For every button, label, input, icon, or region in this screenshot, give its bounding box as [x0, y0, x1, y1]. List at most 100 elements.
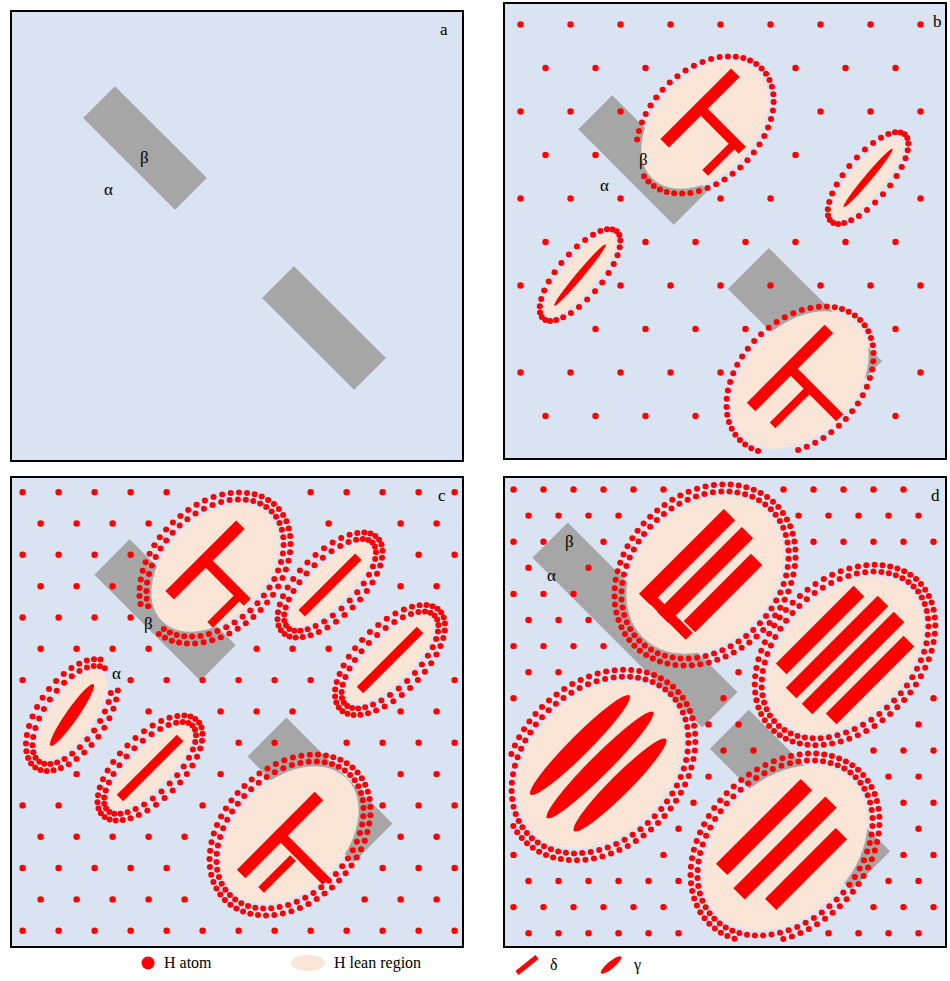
- h-atom: [330, 540, 336, 546]
- h-atom: [133, 806, 139, 812]
- h-atom: [797, 593, 803, 599]
- h-atom: [824, 304, 830, 310]
- h-atom: [826, 199, 832, 205]
- h-atom: [925, 616, 931, 622]
- h-atom: [55, 552, 61, 558]
- h-atom: [790, 531, 796, 537]
- h-atom: [517, 195, 523, 201]
- h-atom: [364, 588, 370, 594]
- h-atom: [658, 675, 664, 681]
- h-atom: [717, 282, 723, 288]
- h-atom: [792, 65, 798, 71]
- delta-hydride: [299, 554, 362, 617]
- h-atom: [235, 496, 241, 502]
- h-atom: [669, 497, 675, 503]
- h-atom: [260, 906, 266, 912]
- h-atom: [166, 722, 172, 728]
- h-atom: [742, 491, 748, 497]
- h-atom: [404, 678, 410, 684]
- h-atom: [167, 715, 173, 721]
- h-atom: [233, 906, 239, 912]
- h-atom: [567, 369, 573, 375]
- h-atom: [158, 546, 164, 552]
- h-atom: [349, 765, 355, 771]
- h-atom: [517, 108, 523, 114]
- h-atom: [684, 701, 690, 707]
- h-atom: [359, 822, 365, 828]
- h-atom: [701, 821, 707, 827]
- beta-band: [262, 266, 386, 390]
- h-atom: [686, 489, 692, 495]
- h-atom: [304, 571, 310, 577]
- h-atom: [660, 852, 666, 858]
- h-atom: [400, 614, 406, 620]
- h-atom: [19, 552, 25, 558]
- h-atom: [220, 825, 226, 831]
- h-atom: [397, 771, 403, 777]
- delta-hydride: [696, 104, 745, 153]
- h-atom: [117, 811, 123, 817]
- h-atom: [153, 802, 159, 808]
- h-atom: [876, 822, 882, 828]
- h-atom: [546, 279, 552, 285]
- h-atom: [670, 684, 676, 690]
- h-atom: [227, 902, 233, 908]
- h-atom: [746, 771, 752, 777]
- h-atom: [248, 786, 254, 792]
- h-atom: [265, 497, 271, 503]
- h-atom: [23, 741, 29, 747]
- h-atom: [728, 482, 734, 488]
- h-atom: [519, 824, 525, 830]
- h-atom: [769, 84, 775, 90]
- h-atom: [286, 596, 292, 602]
- h-atom: [305, 626, 311, 632]
- h-atom: [167, 781, 173, 787]
- h-atom: [149, 731, 155, 737]
- h-atom: [289, 708, 295, 714]
- h-atom: [810, 486, 816, 492]
- h-atom: [47, 761, 53, 767]
- h-atom: [692, 239, 698, 245]
- h-atom: [199, 738, 205, 744]
- h-atom: [631, 546, 637, 552]
- h-atom: [806, 926, 812, 932]
- h-atom: [697, 830, 703, 836]
- h-atom: [619, 674, 625, 680]
- h-atom: [762, 660, 768, 666]
- h-atom: [131, 745, 137, 751]
- h-atom: [538, 296, 544, 302]
- h-atom: [617, 560, 623, 566]
- phase-label: α: [547, 566, 556, 586]
- h-atom: [235, 928, 241, 934]
- h-atom: [645, 878, 651, 884]
- h-atom: [128, 815, 134, 821]
- h-atom: [592, 326, 598, 332]
- h-atom: [352, 777, 358, 783]
- h-atom: [190, 747, 196, 753]
- h-atom: [727, 379, 733, 385]
- h-atom: [192, 727, 198, 733]
- h-atom: [697, 661, 703, 667]
- h-atom: [510, 695, 516, 701]
- h-atom: [688, 764, 694, 770]
- h-atom: [789, 933, 795, 939]
- h-atom: [707, 824, 713, 830]
- h-atom: [778, 763, 784, 769]
- h-atom: [271, 740, 277, 746]
- h-atom: [759, 684, 765, 690]
- h-atom: [810, 735, 816, 741]
- legend-swatch: [596, 954, 626, 976]
- h-atom: [724, 412, 730, 418]
- h-atom: [898, 129, 904, 135]
- h-atom: [753, 665, 759, 671]
- h-atom: [701, 491, 707, 497]
- h-atom: [887, 182, 893, 188]
- h-atom: [917, 21, 923, 27]
- h-atom: [737, 437, 743, 443]
- h-atom: [141, 802, 147, 808]
- h-atom: [140, 738, 146, 744]
- h-atom: [177, 523, 183, 529]
- h-atom: [753, 61, 759, 67]
- h-atom: [342, 674, 348, 680]
- h-atom: [691, 63, 697, 69]
